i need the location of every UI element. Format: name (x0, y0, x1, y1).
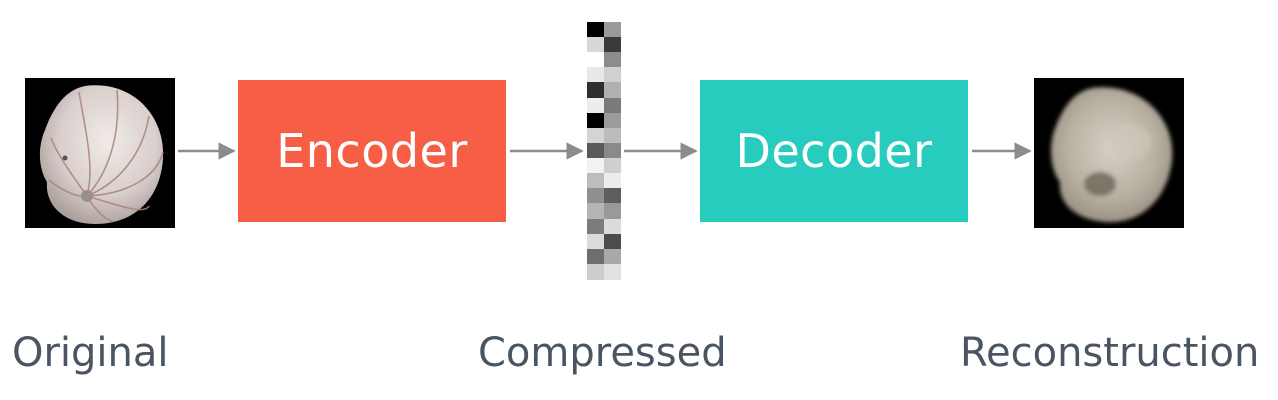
compressed-vector (587, 22, 621, 280)
vector-cell (604, 158, 621, 175)
vector-cell (604, 37, 621, 54)
encoder-block: Encoder (238, 80, 506, 222)
vector-cell (604, 203, 621, 220)
shell-reconstruction-icon (1051, 87, 1173, 223)
vector-cell (604, 233, 621, 250)
vector-cell (587, 127, 604, 144)
vector-cell (587, 173, 604, 190)
vector-cell (604, 188, 621, 205)
vector-cell (604, 127, 621, 144)
vector-cell (587, 22, 604, 38)
vector-cell (604, 82, 621, 99)
decoder-label: Decoder (735, 124, 933, 178)
vector-cell (604, 97, 621, 114)
vector-cell (587, 67, 604, 84)
vector-cell (587, 203, 604, 220)
encoder-label: Encoder (276, 124, 468, 178)
vector-cell (587, 37, 604, 54)
vector-cell (587, 82, 604, 99)
vector-cell (587, 188, 604, 205)
vector-cell (604, 142, 621, 159)
vector-cell (587, 263, 604, 280)
caption-compressed: Compressed (478, 330, 727, 376)
vector-cell (587, 97, 604, 114)
vector-cell (587, 248, 604, 265)
vector-cell (587, 218, 604, 235)
vector-cell (604, 112, 621, 129)
vector-cell (604, 173, 621, 190)
vector-cell (604, 263, 621, 280)
vector-cell (587, 142, 604, 159)
decoder-block: Decoder (700, 80, 968, 222)
shell-original-icon (39, 85, 164, 224)
vector-cell (587, 52, 604, 69)
vector-cell (604, 218, 621, 235)
original-image (25, 78, 175, 228)
caption-original: Original (12, 330, 169, 376)
vector-cell (587, 158, 604, 175)
vector-cell (587, 233, 604, 250)
vector-cell (604, 22, 621, 38)
vector-cell (604, 248, 621, 265)
vector-cell (604, 67, 621, 84)
vector-cell (604, 52, 621, 69)
caption-reconstruction: Reconstruction (960, 330, 1260, 376)
reconstruction-image (1034, 78, 1184, 228)
vector-cell (587, 112, 604, 129)
